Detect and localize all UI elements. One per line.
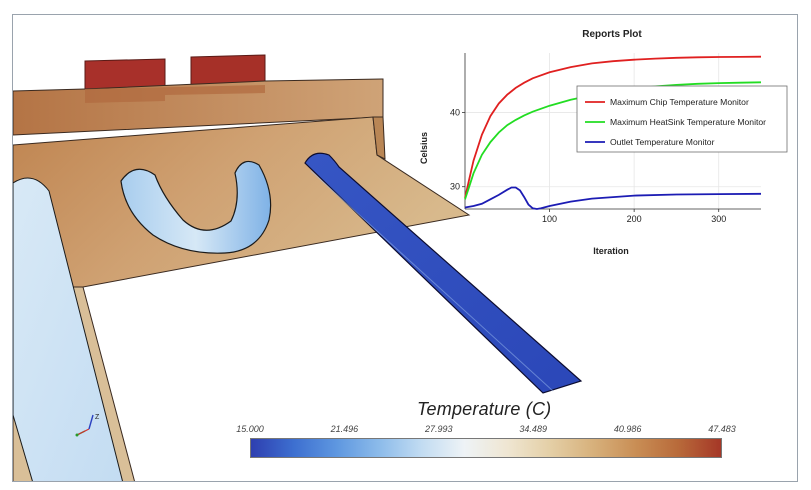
y-tick-label: 30 — [450, 182, 460, 192]
y-axis-label: Celsius — [419, 132, 429, 164]
reports-plot[interactable]: Reports Plot 100 200 300 30 40 Celsius Itera… — [13, 15, 798, 482]
color-legend-bar[interactable] — [250, 438, 722, 458]
x-tick-label: 100 — [542, 214, 557, 224]
color-legend-tick: 15.000 — [236, 424, 264, 434]
color-legend-tick: 34.489 — [519, 424, 547, 434]
plot-series — [464, 55, 762, 210]
color-legend-tick: 27.993 — [425, 424, 453, 434]
series-line-1 — [464, 81, 762, 200]
y-tick-label: 40 — [450, 107, 460, 117]
plot-ticks: 100 200 300 30 40 — [450, 107, 726, 224]
color-legend-tick: 40.986 — [613, 424, 642, 434]
visualization-window: Reports Plot 100 200 300 30 40 Celsius Itera… — [12, 14, 798, 482]
legend-entry-1: Maximum HeatSink Temperature Monitor — [610, 117, 766, 127]
series-line-0 — [464, 55, 762, 199]
3d-scene[interactable] — [13, 15, 798, 482]
plot-axes — [464, 53, 761, 210]
x-tick-label: 200 — [627, 214, 642, 224]
x-tick-label: 300 — [711, 214, 726, 224]
color-legend-tick: 47.483 — [708, 424, 736, 434]
legend-entry-2: Outlet Temperature Monitor — [610, 137, 715, 147]
color-legend-tick: 21.496 — [330, 424, 359, 434]
color-legend-title: Temperature (C) — [417, 399, 552, 419]
legend-entry-0: Maximum Chip Temperature Monitor — [610, 97, 749, 107]
series-line-2 — [464, 186, 762, 210]
chart-legend: Maximum Chip Temperature MonitorMaximum … — [576, 85, 788, 153]
x-axis-label: Iteration — [593, 246, 629, 256]
axis-triad[interactable]: Z — [71, 411, 105, 441]
triad-z-label: Z — [95, 414, 100, 421]
chart-title: Reports Plot — [582, 29, 642, 40]
